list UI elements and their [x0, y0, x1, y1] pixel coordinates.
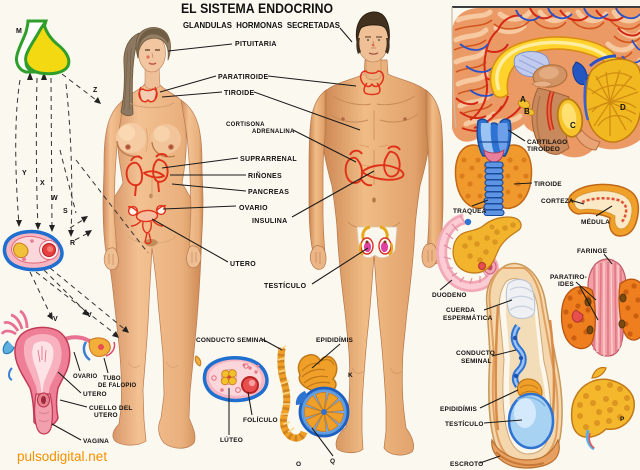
svg-text:GLANDULAS HORMONAS SECRETADA: GLANDULAS HORMONAS SECRETADAS	[183, 21, 341, 30]
svg-text:DE FALOPIO: DE FALOPIO	[98, 383, 136, 389]
svg-text:UTERO: UTERO	[83, 391, 107, 398]
svg-text:ESPERMÁTICA: ESPERMÁTICA	[443, 313, 493, 322]
svg-text:SEMINAL: SEMINAL	[461, 358, 492, 365]
svg-text:X: X	[40, 180, 45, 187]
svg-text:W: W	[51, 195, 58, 202]
svg-text:UTERO: UTERO	[94, 412, 118, 419]
svg-text:CARTILAGO: CARTILAGO	[527, 139, 567, 146]
svg-text:PARATIRO-: PARATIRO-	[550, 274, 587, 281]
svg-text:LÚTEO: LÚTEO	[220, 435, 243, 444]
svg-text:TRAQUEA: TRAQUEA	[453, 208, 487, 215]
svg-text:pulsodigital.net: pulsodigital.net	[17, 449, 107, 464]
svg-text:MÉDULA: MÉDULA	[581, 217, 610, 226]
svg-text:EL SISTEMA ENDOCRINO: EL SISTEMA ENDOCRINO	[181, 1, 333, 16]
svg-text:FOLÍCULO: FOLÍCULO	[243, 415, 278, 424]
svg-text:S: S	[63, 208, 68, 215]
svg-text:B: B	[524, 107, 530, 116]
svg-text:UTERO: UTERO	[230, 261, 256, 268]
svg-text:DUODENO: DUODENO	[432, 292, 467, 299]
svg-text:V: V	[53, 316, 58, 323]
svg-text:SUPRARRENAL: SUPRARRENAL	[240, 156, 297, 163]
svg-text:EPIDIDÍMIS: EPIDIDÍMIS	[316, 335, 353, 344]
svg-text:TESTÍCULO: TESTÍCULO	[264, 281, 307, 290]
svg-text:Q: Q	[330, 458, 335, 465]
svg-text:V: V	[87, 312, 92, 319]
svg-text:INSULINA: INSULINA	[252, 218, 287, 225]
svg-text:TUBO: TUBO	[103, 376, 121, 382]
svg-text:FARINGE: FARINGE	[577, 248, 608, 255]
svg-text:Z: Z	[93, 87, 98, 94]
svg-text:CUERDA: CUERDA	[446, 307, 475, 314]
svg-text:VAGINA: VAGINA	[83, 438, 109, 445]
svg-text:OVARIO: OVARIO	[73, 374, 98, 380]
svg-text:TESTÍCULO: TESTÍCULO	[445, 419, 484, 428]
svg-text:CONDUCTO SEMINAL: CONDUCTO SEMINAL	[196, 337, 268, 344]
svg-text:TIROIDE: TIROIDE	[534, 181, 562, 188]
svg-text:P: P	[620, 416, 625, 423]
svg-text:TIROIDE: TIROIDE	[224, 90, 255, 97]
svg-text:TIROÍDEO: TIROÍDEO	[527, 144, 560, 153]
svg-text:ADRENALINA: ADRENALINA	[252, 129, 295, 135]
svg-text:D: D	[620, 103, 626, 112]
svg-text:CORTISONA: CORTISONA	[226, 122, 265, 128]
svg-text:C: C	[570, 121, 576, 130]
svg-text:PITUITARIA: PITUITARIA	[235, 41, 277, 48]
svg-text:CONDUCTO: CONDUCTO	[456, 350, 495, 357]
svg-text:OVARIO: OVARIO	[239, 205, 268, 212]
svg-text:Y: Y	[22, 170, 27, 177]
svg-text:PANCREAS: PANCREAS	[248, 189, 289, 196]
svg-text:PARATIROIDE: PARATIROIDE	[218, 74, 269, 81]
svg-text:R: R	[70, 240, 75, 247]
svg-text:RIÑONES: RIÑONES	[248, 171, 282, 180]
svg-text:ESCROTO: ESCROTO	[450, 461, 483, 468]
svg-text:K: K	[348, 372, 353, 379]
svg-text:EPIDIDÍMIS: EPIDIDÍMIS	[440, 404, 477, 413]
svg-text:CORTEZA: CORTEZA	[541, 198, 574, 205]
svg-text:O: O	[296, 461, 301, 468]
svg-text:A: A	[520, 95, 526, 104]
svg-text:M: M	[16, 28, 22, 35]
svg-text:CUELLO DEL: CUELLO DEL	[89, 405, 133, 412]
svg-text:IDES: IDES	[558, 281, 574, 288]
